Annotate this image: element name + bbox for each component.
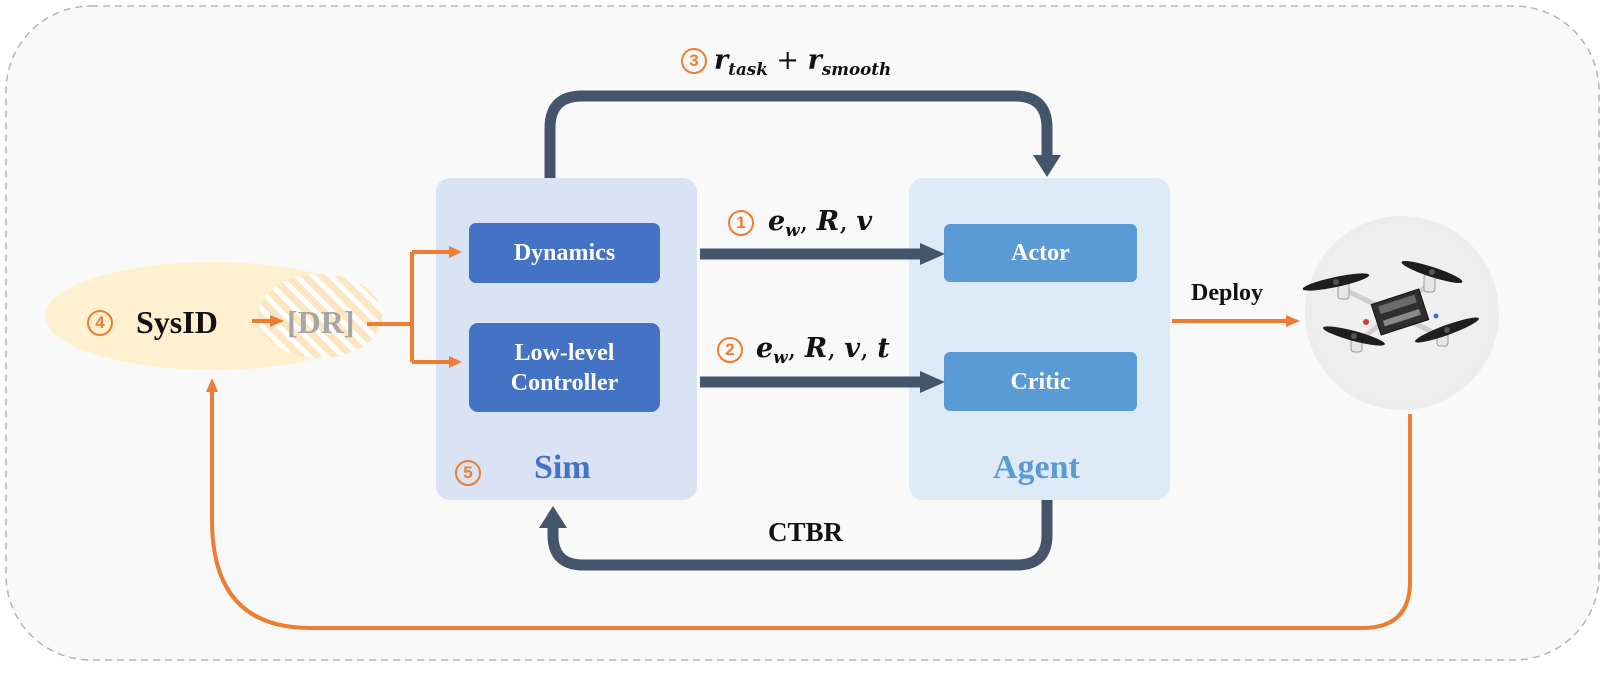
actor-input-label: ew, R, v [768, 206, 873, 240]
deploy-arrowhead [1286, 315, 1300, 327]
agent-title: Agent [993, 449, 1080, 486]
ctbr-arrow [547, 500, 1053, 571]
dr-label: [DR] [287, 304, 355, 340]
dynamics-arrowhead [449, 246, 462, 258]
controller-arrowhead [449, 356, 462, 368]
real-world-feedback-arrow [210, 392, 1412, 630]
sysid-label: SysID [136, 304, 218, 340]
quadrotor-drone-icon [1302, 261, 1479, 353]
step-1-badge: 1 [728, 210, 754, 236]
sysid-feedback-arrowhead [206, 378, 218, 392]
dr-to-sim-arrow [367, 250, 451, 364]
step-3-badge: 3 [681, 48, 707, 74]
outer-frame [5, 5, 1600, 661]
step-2-badge: 2 [717, 337, 743, 363]
actor-box [944, 224, 1137, 282]
critic-input-label: ew, R, v, t [756, 333, 890, 367]
actor-label: Actor [1011, 240, 1070, 266]
ctbr-label: CTBR [768, 517, 844, 547]
low-level-controller-box [469, 323, 660, 412]
dynamics-label: Dynamics [513, 240, 616, 266]
critic-label: Critic [1010, 368, 1071, 395]
step-5-badge: 5 [455, 460, 481, 486]
sysid-arrowhead [270, 315, 284, 327]
dr-hatch-region [258, 274, 382, 358]
reward-arrowhead [1033, 155, 1061, 177]
critic-box [944, 352, 1137, 411]
dynamics-box [469, 223, 660, 283]
low-level-controller-label: Low-level Controller [510, 339, 619, 396]
ctbr-arrowhead [539, 506, 567, 528]
sim-title: Sim [534, 449, 591, 486]
deploy-label: Deploy [1191, 280, 1263, 306]
critic-arrowhead [920, 371, 945, 393]
step-4-badge: 4 [87, 310, 113, 336]
reward-label: rtask + rsmooth [714, 45, 892, 79]
reward-arrow [544, 90, 1053, 178]
actor-arrowhead [920, 243, 945, 265]
